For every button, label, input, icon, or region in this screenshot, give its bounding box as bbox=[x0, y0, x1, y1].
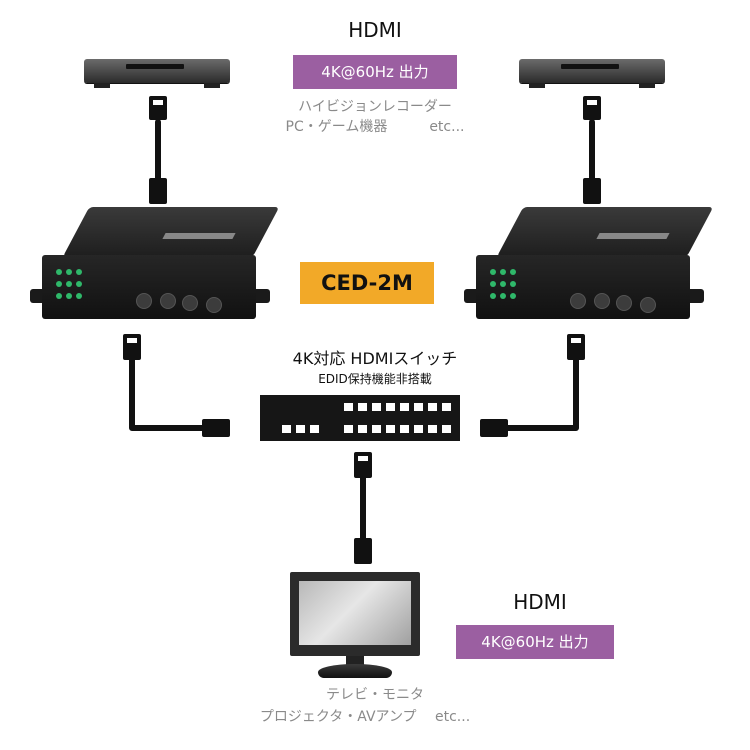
source-output-badge: 4K@60Hz 出力 bbox=[293, 55, 457, 89]
source-hdmi-label: HDMI bbox=[348, 18, 402, 42]
display-device-list-line1: テレビ・モニタ bbox=[326, 687, 424, 703]
hdmi-plug bbox=[202, 419, 230, 437]
hdmi-plug bbox=[583, 178, 601, 204]
recorder-device-left bbox=[80, 53, 234, 89]
hdmi-plug bbox=[583, 96, 601, 120]
source-device-list-line1: ハイビジョンレコーダー bbox=[298, 99, 452, 115]
converter-device-right bbox=[464, 205, 714, 335]
hdmi-plug bbox=[149, 96, 167, 120]
cable-left-switch bbox=[129, 357, 213, 431]
converter-device-left bbox=[30, 205, 280, 335]
switch-title: 4K対応 HDMIスイッチ bbox=[292, 349, 458, 368]
display-output-badge: 4K@60Hz 出力 bbox=[456, 625, 614, 659]
cable-right-switch bbox=[493, 357, 579, 431]
model-badge: CED-2M bbox=[300, 262, 434, 304]
display-device-list-line2: プロジェクタ・AVアンプ etc... bbox=[259, 709, 471, 725]
hdmi-plug bbox=[480, 419, 508, 437]
tv-monitor-device bbox=[290, 572, 420, 682]
recorder-device-right bbox=[515, 53, 669, 89]
hdmi-plug bbox=[354, 538, 372, 564]
switch-subtitle: EDID保持機能非搭載 bbox=[318, 372, 432, 386]
hdmi-plug bbox=[567, 334, 585, 360]
hdmi-plug bbox=[123, 334, 141, 360]
hdmi-plug bbox=[149, 178, 167, 204]
source-device-list-line2: PC・ゲーム機器 etc... bbox=[285, 119, 465, 135]
display-hdmi-label: HDMI bbox=[513, 590, 567, 614]
hdmi-plug bbox=[354, 452, 372, 478]
hdmi-switch-device bbox=[260, 395, 460, 441]
